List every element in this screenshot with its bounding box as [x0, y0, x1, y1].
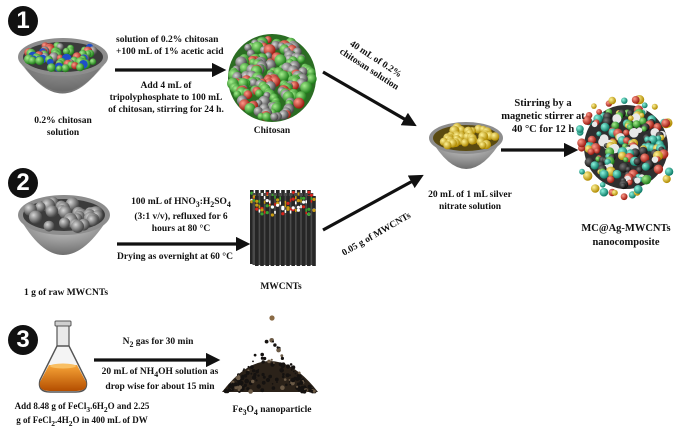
chitosan-label: Chitosan	[253, 126, 291, 136]
step-3-badge: 3	[8, 325, 38, 355]
silver-nitrate-bowl	[429, 122, 503, 169]
raw-mwcnt-bowl	[18, 195, 110, 255]
iron-salt-flask	[38, 320, 88, 393]
mwcnt-label: MWCNTs	[260, 282, 302, 292]
row3-arrow-top-text: N2 gas for 30 min	[122, 337, 194, 349]
fe3o4-powder-pile	[222, 315, 318, 394]
row3-arrow-bottom-text: 20 mL of NH4OH solution as drop wise for…	[101, 367, 219, 392]
nanocomposite-sphere	[576, 95, 674, 201]
step-2-badge: 2	[8, 168, 38, 198]
row2-arrow-top-text: 100 mL of HNO3:H2SO4 (3:1 v/v), refluxed…	[131, 197, 231, 234]
step-1-badge: 1	[8, 6, 38, 36]
row1-arrow-top-text: solution of 0.2% chitosan+100 mL of 1% a…	[116, 35, 224, 57]
raw-mwcnt-label: 1 g of raw MWCNTs	[23, 288, 109, 298]
arrow-mwcnt-to-silver	[322, 174, 424, 232]
fe3o4-label: Fe3O4 nanoparticle	[232, 405, 312, 417]
mwcnt-bundle	[250, 190, 316, 266]
chitosan-sphere	[227, 34, 317, 122]
row2-arrow-bottom-text: Drying as overnight at 60 °C	[117, 252, 233, 262]
arrow-chitosan-to-silver	[322, 70, 417, 127]
chitosan-solution-bowl	[18, 38, 108, 94]
flask-label: Add 8.48 g of FeCl3.6H2O and 2.25 g of F…	[14, 401, 150, 428]
